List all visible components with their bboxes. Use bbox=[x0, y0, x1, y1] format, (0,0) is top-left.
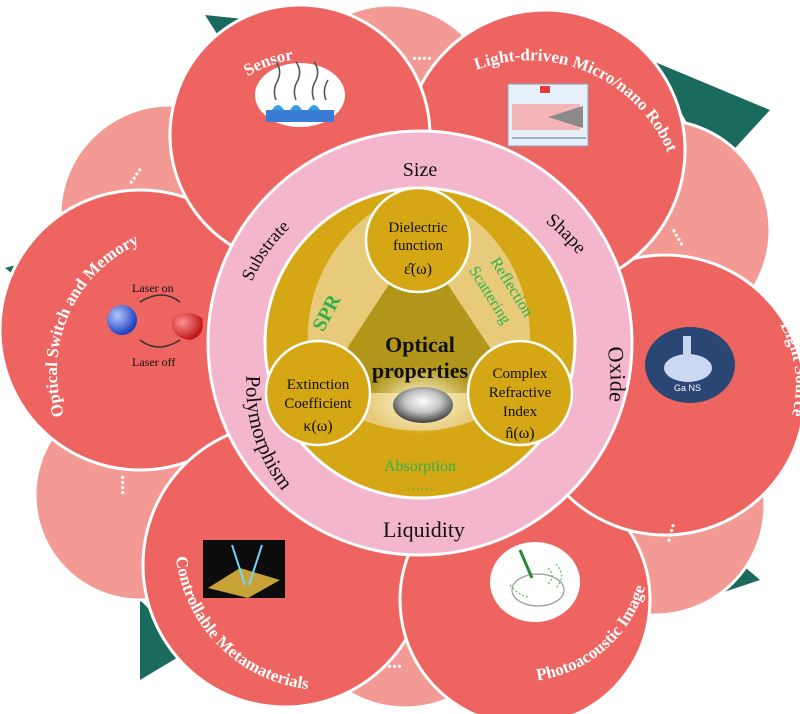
absorption-label: Absorption bbox=[384, 458, 456, 475]
extinction-circle bbox=[264, 339, 372, 447]
metamaterials-beam-left bbox=[231, 544, 246, 586]
center-triangle bbox=[318, 240, 520, 393]
ellipsis-lower-left: .... bbox=[116, 475, 138, 495]
switch-red-shape bbox=[171, 313, 203, 340]
ring-label-liquidity: Liquidity bbox=[383, 517, 465, 542]
switch-arrow-bottom bbox=[139, 339, 181, 348]
petal-ellipses: .... .... .... .... .... .... bbox=[116, 43, 696, 673]
center-title-line2: properties bbox=[372, 358, 469, 383]
switch-laser-off: Laser off bbox=[132, 355, 175, 369]
robot-cone bbox=[548, 106, 583, 128]
robot-top-marker bbox=[540, 86, 550, 93]
sensor-particles bbox=[272, 105, 320, 110]
light-source-label: Ga NS bbox=[674, 383, 701, 393]
dielectric-symbol: ε̂(ω) bbox=[404, 261, 432, 278]
metamaterials-beam-right bbox=[248, 544, 263, 586]
light-source-image: Ga NS bbox=[645, 327, 735, 403]
photoacoustic-waves bbox=[509, 563, 563, 598]
center-droplet bbox=[393, 387, 453, 423]
center-dots: …… bbox=[406, 479, 434, 494]
extinction-line2: Coefficient bbox=[284, 396, 352, 412]
dielectric-circle bbox=[364, 186, 472, 294]
ellipsis-top: .... bbox=[412, 43, 432, 65]
ring-label-size: Size bbox=[403, 159, 438, 181]
sensor-molecules bbox=[273, 61, 329, 101]
sensor-image bbox=[255, 61, 345, 127]
switch-arrow-top bbox=[139, 294, 181, 303]
refractive-symbol: n̂(ω) bbox=[505, 425, 534, 442]
switch-image: Laser on Laser off bbox=[107, 281, 203, 369]
photoacoustic-backdrop bbox=[490, 542, 580, 622]
metamaterials-image bbox=[203, 540, 285, 598]
teal-leaf-right bbox=[650, 60, 770, 170]
refractive-circle bbox=[466, 339, 574, 447]
sensor-substrate bbox=[266, 110, 334, 122]
photoacoustic-image bbox=[490, 542, 580, 622]
photoacoustic-probe bbox=[518, 549, 534, 579]
dielectric-line1: Dielectric bbox=[388, 220, 447, 236]
light-source-beam bbox=[683, 336, 691, 362]
refractive-line1: Complex bbox=[493, 366, 548, 382]
photoacoustic-body bbox=[511, 573, 565, 607]
dielectric-line2: function bbox=[393, 238, 443, 254]
refractive-line3: Index bbox=[503, 404, 538, 420]
ellipsis-bottom: .... bbox=[382, 651, 402, 673]
center-title-line1: Optical bbox=[385, 332, 455, 357]
light-source-glow bbox=[664, 354, 712, 382]
refractive-line2: Refractive bbox=[489, 385, 552, 401]
switch-laser-on: Laser on bbox=[132, 281, 174, 295]
extinction-line1: Extinction bbox=[287, 377, 350, 393]
robot-image bbox=[507, 83, 589, 147]
extinction-symbol: κ(ω) bbox=[303, 418, 332, 435]
switch-blue-sphere bbox=[107, 305, 137, 335]
